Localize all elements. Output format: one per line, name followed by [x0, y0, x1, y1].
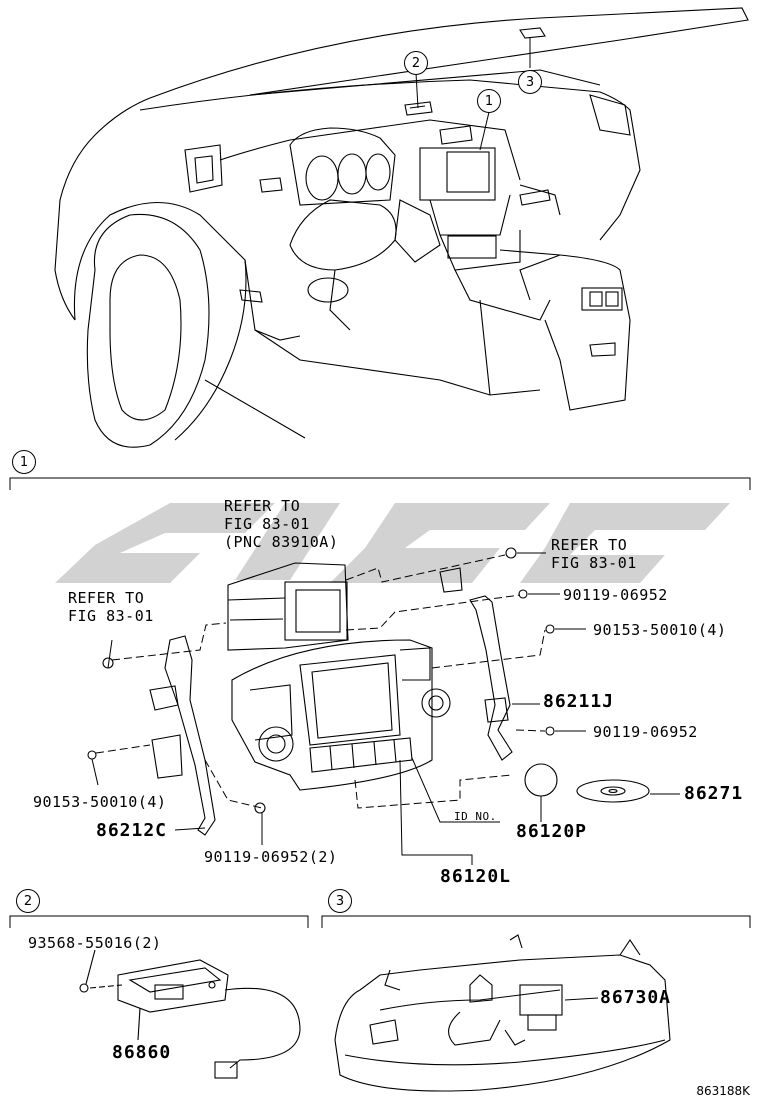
part-90119-06952-lower: 90119-06952 [593, 723, 698, 741]
callout-1-top: 1 [477, 89, 501, 113]
refer-fig-label-right: FIG 83-01 [551, 554, 637, 572]
part-86860: 86860 [112, 1042, 172, 1063]
overhead-console-drawing [334, 934, 671, 1092]
part-86120P: 86120P [516, 821, 588, 842]
section-frames [9, 477, 751, 928]
callout-3-section: 3 [328, 889, 352, 913]
diagram-code: 863188K [696, 1084, 750, 1098]
part-86211J: 86211J [543, 691, 615, 712]
part-90119-06952-upper: 90119-06952 [563, 586, 668, 604]
part-90119-06952-2: 90119-06952(2) [204, 848, 338, 866]
callout-1-section: 1 [12, 450, 36, 474]
section1-leader-lines [91, 552, 680, 865]
part-86271: 86271 [684, 783, 744, 804]
part-90153-50010-left: 90153-50010(4) [33, 793, 167, 811]
callout-3-top: 3 [518, 70, 542, 94]
part-86730A: 86730A [600, 987, 672, 1008]
callout-2-top: 2 [404, 51, 428, 75]
vehicle-interior-drawing [54, 7, 749, 448]
audio-unit-assembly-drawing [87, 547, 650, 836]
callout-2-section: 2 [16, 889, 40, 913]
refer-to-label-right: REFER TO [551, 536, 628, 554]
refer-to-label-top: REFER TO [224, 497, 301, 515]
refer-fig-label-left: FIG 83-01 [68, 607, 154, 625]
part-86120L: 86120L [440, 866, 512, 887]
watermark-logo [55, 503, 730, 583]
part-86212C: 86212C [96, 820, 168, 841]
part-90153-50010-right: 90153-50010(4) [593, 621, 727, 639]
top-leader-lines [415, 38, 531, 151]
id-no-label: ID NO. [454, 810, 497, 823]
antenna-module-drawing [79, 949, 301, 1079]
part-93568-55016: 93568-55016(2) [28, 934, 162, 952]
refer-pnc-label-top: (PNC 83910A) [224, 533, 339, 551]
refer-fig-label-top: FIG 83-01 [224, 515, 310, 533]
section1-dashed-lines [95, 554, 546, 809]
refer-to-label-left: REFER TO [68, 589, 145, 607]
